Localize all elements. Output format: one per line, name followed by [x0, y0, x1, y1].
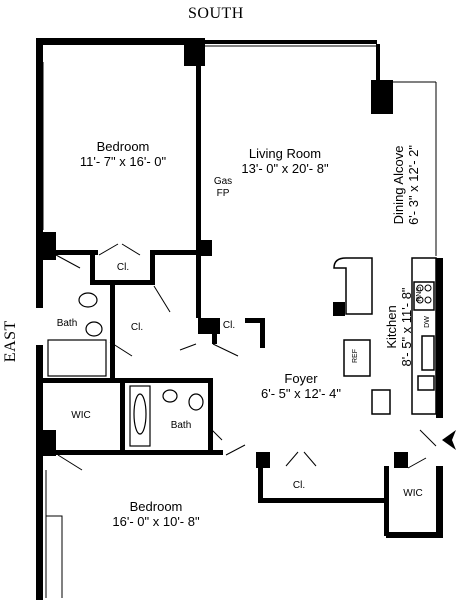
- interior-walls: [43, 62, 389, 536]
- room-name: Kitchen: [384, 305, 400, 349]
- room-size: 6'- 5" x 12'- 4": [261, 385, 341, 401]
- room-size: 8'- 5" x 11'- 8": [399, 287, 414, 367]
- wic-left-label: WIC: [71, 410, 91, 421]
- room-bedroom-upper: Bedroom 11'- 7" x 16'- 0": [60, 139, 186, 170]
- closet-bedroom-label: Cl.: [116, 262, 130, 273]
- bath-upper-label: Bath: [56, 318, 78, 329]
- room-name: Bedroom: [129, 499, 183, 514]
- refrigerator-label: REF: [351, 349, 359, 364]
- room-size: 13'- 0" x 20'- 8": [241, 160, 329, 176]
- gas-fireplace-label: Gas FP: [208, 176, 238, 199]
- door-swings: [55, 243, 437, 471]
- dishwasher-label: DW: [423, 316, 431, 328]
- compass-south: SOUTH: [188, 5, 244, 22]
- bath-lower-label: Bath: [170, 420, 192, 431]
- kitchen-counter: [333, 257, 437, 415]
- room-name: Dining Alcove: [391, 145, 407, 225]
- range-label: RNG: [415, 286, 423, 302]
- room-size: 16'- 0" x 10'- 8": [112, 513, 200, 529]
- room-foyer: Foyer 6'- 5" x 12'- 4": [246, 371, 356, 402]
- room-bedroom-lower: Bedroom 16'- 0" x 10'- 8": [96, 499, 216, 530]
- room-size: 11'- 7" x 16'- 0": [79, 153, 167, 169]
- closet-living-label: Cl.: [222, 320, 236, 331]
- bath-fixtures: [47, 292, 204, 447]
- room-dining-alcove: Dining Alcove 6'- 3" x 12'- 2": [391, 130, 422, 240]
- wic-right-label: WIC: [403, 488, 423, 499]
- room-name: Living Room: [248, 146, 322, 161]
- compass-east: EAST: [1, 320, 19, 363]
- entry-arrow-icon: [442, 430, 456, 450]
- closet-foyer-label: Cl.: [292, 480, 306, 491]
- fireplace-line-2: FP: [216, 187, 230, 199]
- room-name: Bedroom: [96, 139, 150, 154]
- room-size: 6'- 3" x 12'- 2": [406, 144, 421, 225]
- range-burners: [416, 284, 432, 304]
- room-name: Foyer: [284, 371, 318, 386]
- exterior-walls: [36, 38, 443, 600]
- closet-bath-label: Cl.: [130, 322, 144, 333]
- window-lines: [42, 45, 437, 598]
- fireplace-line-1: Gas: [213, 176, 233, 187]
- room-kitchen: Kitchen 8'- 5" x 11'- 8": [384, 277, 415, 377]
- room-living: Living Room 13'- 0" x 20'- 8": [222, 146, 348, 177]
